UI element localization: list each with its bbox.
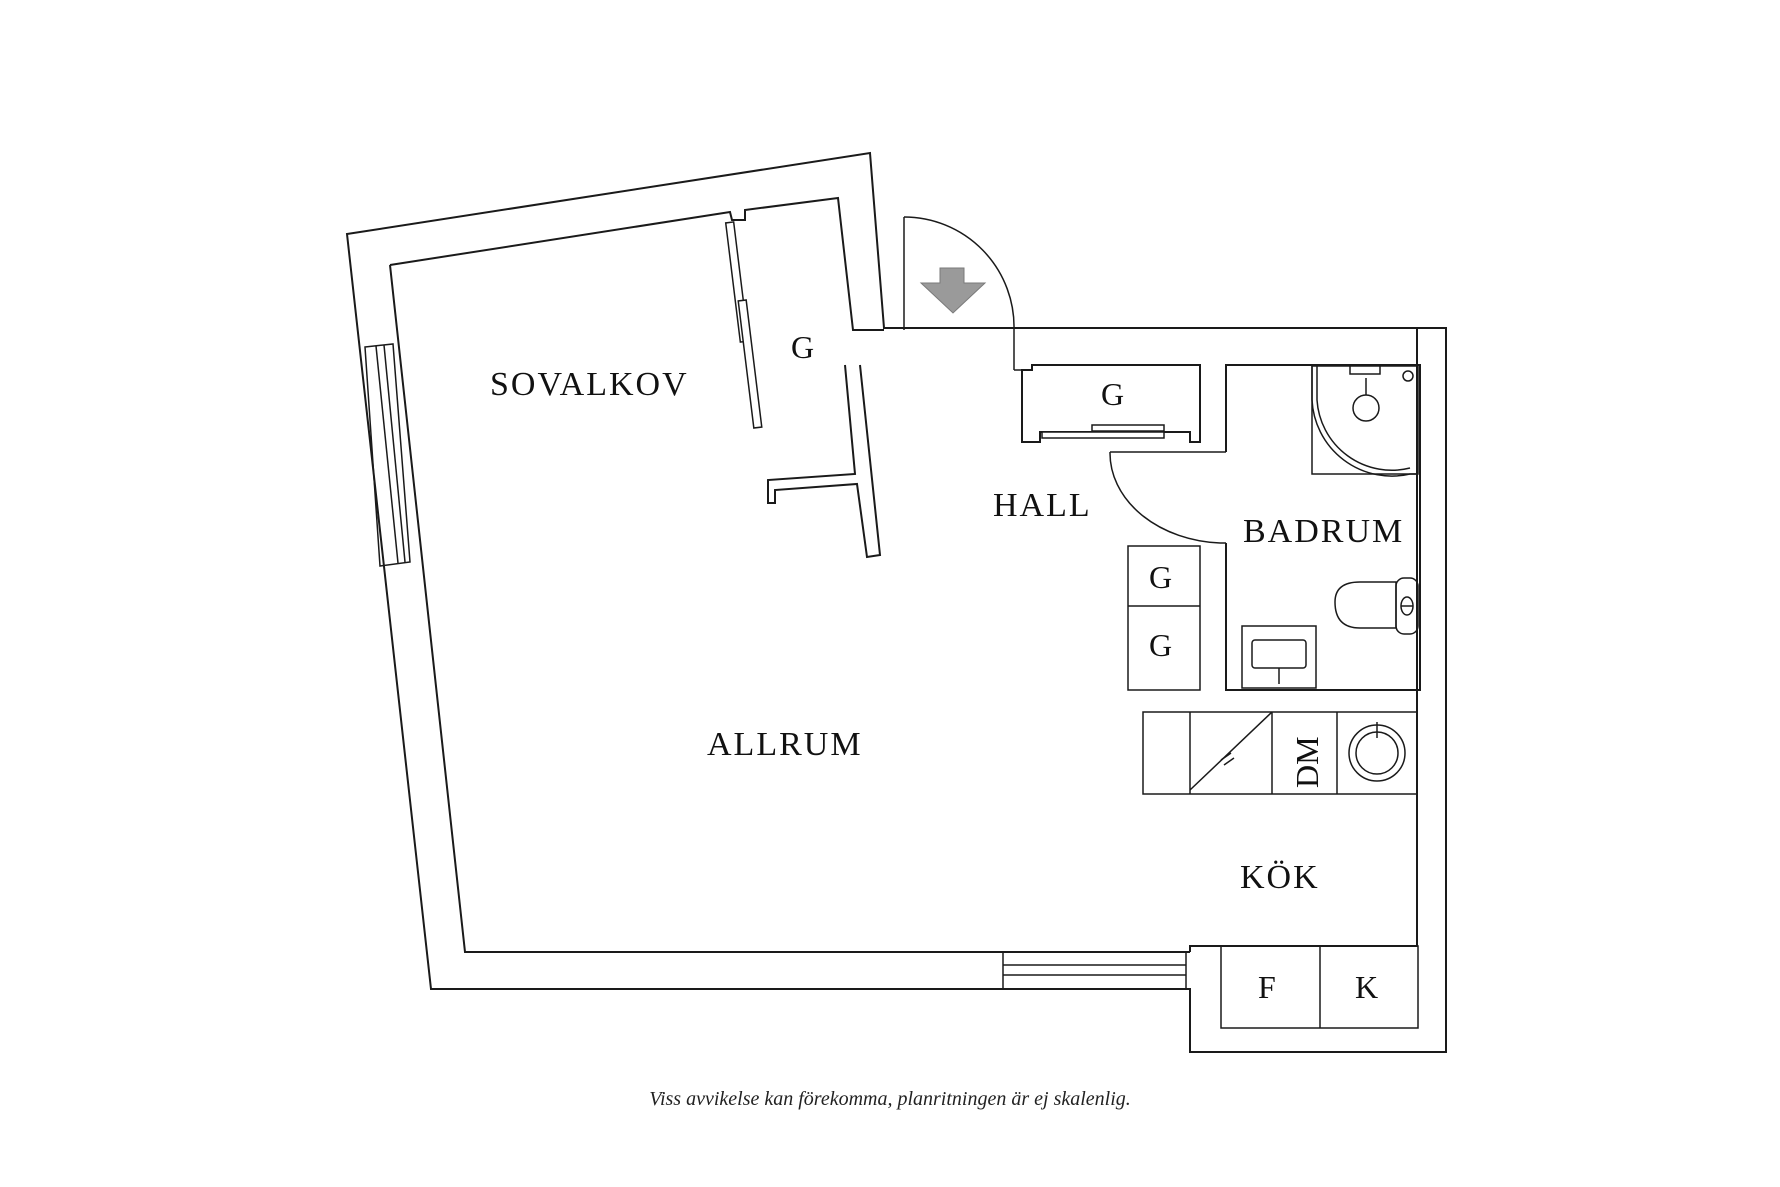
closet-label-hall: G <box>1101 376 1124 412</box>
freezer-label: K <box>1355 969 1378 1005</box>
bathroom-sink <box>1241 625 1317 689</box>
closet-label-lower: G <box>1149 627 1172 663</box>
hall-closet <box>1021 364 1201 443</box>
bathroom-wall <box>1225 364 1421 691</box>
fridge-label: F <box>1258 969 1276 1005</box>
shower <box>1311 365 1419 477</box>
fridge-freezer <box>1220 945 1419 1029</box>
kitchen-counter <box>1142 711 1418 795</box>
left-window <box>364 343 411 567</box>
inner-wall-living <box>389 196 884 331</box>
closet-label-sovalkov: G <box>791 329 814 365</box>
sovalkov-sliding-door-2 <box>737 299 763 429</box>
closet-label-upper: G <box>1149 559 1172 595</box>
hall-wardrobes <box>1127 545 1201 691</box>
toilet <box>1334 577 1419 635</box>
bottom-window <box>1002 951 1187 990</box>
disclaimer-note: Viss avvikelse kan förekomma, planritnin… <box>649 1088 1131 1110</box>
inner-wall-left <box>389 264 1190 953</box>
entrance-arrow-icon <box>919 267 987 314</box>
room-label-allrum: ALLRUM <box>707 726 863 763</box>
room-label-badrum: BADRUM <box>1243 513 1404 550</box>
outer-wall <box>345 151 1447 1053</box>
dishwasher-label: DM <box>1289 736 1325 788</box>
room-label-sovalkov: SOVALKOV <box>490 366 689 403</box>
alcove-partition <box>767 364 882 559</box>
room-label-kok: KÖK <box>1240 859 1320 896</box>
bathroom-door <box>1109 451 1226 544</box>
room-label-hall: HALL <box>993 487 1092 524</box>
entrance-door <box>903 216 1022 371</box>
